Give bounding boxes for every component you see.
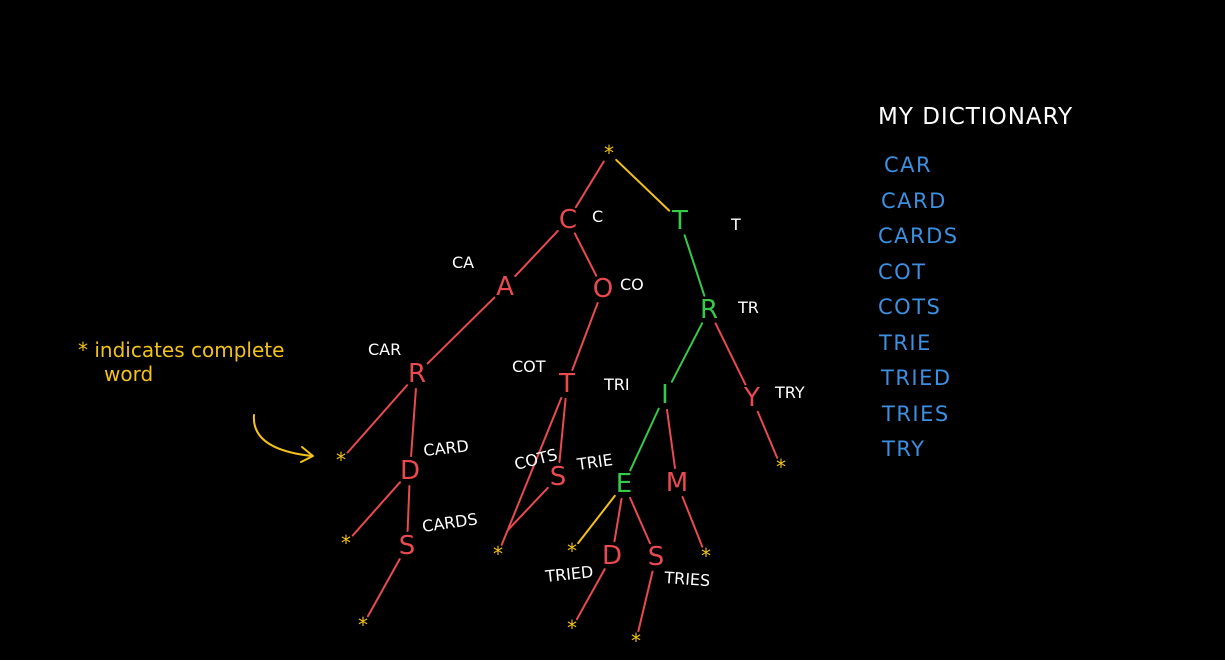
trie-node-letter: M bbox=[666, 468, 688, 498]
trie-edge bbox=[558, 397, 567, 464]
trie-edge bbox=[756, 410, 779, 459]
dictionary-word: CAR bbox=[884, 153, 933, 177]
trie-node-letter: T bbox=[671, 206, 688, 236]
trie-node-letter: D bbox=[602, 541, 622, 571]
dictionary-word: TRIED bbox=[881, 366, 952, 390]
trie-edge bbox=[500, 396, 563, 546]
trie-edge bbox=[629, 407, 660, 472]
legend-line-2: word bbox=[104, 362, 154, 386]
trie-edges bbox=[346, 158, 779, 633]
trie-prefix-label: CARD bbox=[422, 436, 469, 460]
trie-node-letter: O bbox=[593, 274, 613, 304]
dictionary-word: CARD bbox=[881, 188, 947, 213]
trie-prefix-label: COT bbox=[512, 357, 546, 376]
legend-arrowhead bbox=[300, 446, 314, 463]
trie-edge bbox=[577, 494, 616, 545]
trie-prefix-label: TRI bbox=[603, 375, 630, 394]
trie-edge bbox=[507, 486, 549, 531]
complete-word-star: * bbox=[776, 455, 786, 479]
trie-edge bbox=[573, 232, 598, 277]
trie-prefix-label: CAR bbox=[368, 340, 401, 359]
dictionary-word: CARDS bbox=[878, 224, 959, 248]
trie-prefix-label: TRY bbox=[774, 383, 805, 402]
trie-edge bbox=[714, 322, 747, 386]
trie-node-letter: Y bbox=[743, 383, 760, 413]
trie-edge bbox=[681, 495, 704, 548]
dictionary-word: TRIES bbox=[882, 401, 950, 426]
trie-prefix-label: CARDS bbox=[421, 509, 479, 536]
complete-word-star: * bbox=[631, 629, 641, 653]
trie-edge bbox=[514, 229, 559, 278]
complete-word-star: * bbox=[341, 531, 351, 555]
trie-edge bbox=[366, 558, 401, 618]
trie-edge bbox=[615, 158, 671, 212]
complete-word-star: * bbox=[567, 616, 577, 640]
dictionary-word: COTS bbox=[878, 295, 942, 319]
complete-word-star: * bbox=[493, 542, 503, 566]
trie-edge bbox=[410, 387, 417, 458]
complete-word-star: * bbox=[604, 141, 614, 165]
trie-node-letter: S bbox=[399, 531, 416, 561]
trie-edge bbox=[629, 496, 651, 545]
trie-node-letter: C bbox=[559, 205, 577, 235]
trie-edge bbox=[683, 234, 706, 297]
trie-edge bbox=[670, 322, 704, 383]
dictionary-word: TRY bbox=[882, 437, 926, 461]
trie-node-letter: T bbox=[558, 369, 575, 399]
trie-edge bbox=[574, 160, 605, 209]
trie-prefix-label: TR bbox=[737, 298, 759, 317]
complete-word-star: * bbox=[336, 448, 346, 472]
trie-prefix-label: T bbox=[730, 215, 741, 234]
dictionary-title: MY DICTIONARY bbox=[878, 104, 1074, 130]
legend-arrow bbox=[252, 414, 313, 457]
trie-node-letter: R bbox=[700, 295, 718, 325]
trie-edge bbox=[575, 568, 606, 621]
trie-edge bbox=[637, 570, 654, 633]
trie-prefix-label: TRIE bbox=[575, 450, 614, 474]
trie-node-letter: I bbox=[661, 380, 669, 410]
trie-prefix-label: C bbox=[592, 207, 603, 226]
trie-node-letter: D bbox=[400, 456, 420, 486]
legend-note: * indicates complete word bbox=[78, 338, 338, 386]
legend-line-1: * indicates complete bbox=[78, 338, 285, 362]
trie-edge bbox=[666, 408, 676, 470]
dictionary-word: TRIE bbox=[879, 330, 932, 355]
trie-node-letter: S bbox=[550, 462, 567, 492]
trie-node-letter: E bbox=[616, 469, 632, 499]
trie-prefix-label: TRIES bbox=[663, 568, 711, 590]
dictionary-word: COT bbox=[878, 259, 927, 284]
trie-edge bbox=[346, 384, 409, 454]
trie-prefix-label: CO bbox=[620, 275, 644, 294]
trie-node-letter: S bbox=[648, 542, 665, 572]
complete-word-star: * bbox=[358, 613, 368, 637]
complete-word-star: * bbox=[701, 544, 711, 568]
trie-edge bbox=[426, 296, 496, 365]
trie-edge bbox=[571, 302, 599, 371]
trie-node-letter: R bbox=[408, 359, 426, 389]
trie-node-letter: A bbox=[496, 272, 514, 302]
complete-word-star: * bbox=[567, 539, 577, 563]
trie-prefix-label: TRIED bbox=[543, 562, 594, 586]
trie-prefix-label: CA bbox=[452, 253, 474, 272]
dictionary-word-list: CAR CARD CARDS COT COTS TRIE TRIED TRIES… bbox=[878, 150, 959, 470]
trie-edge bbox=[406, 484, 411, 533]
trie-edge bbox=[351, 481, 402, 537]
trie-edge bbox=[613, 497, 623, 543]
